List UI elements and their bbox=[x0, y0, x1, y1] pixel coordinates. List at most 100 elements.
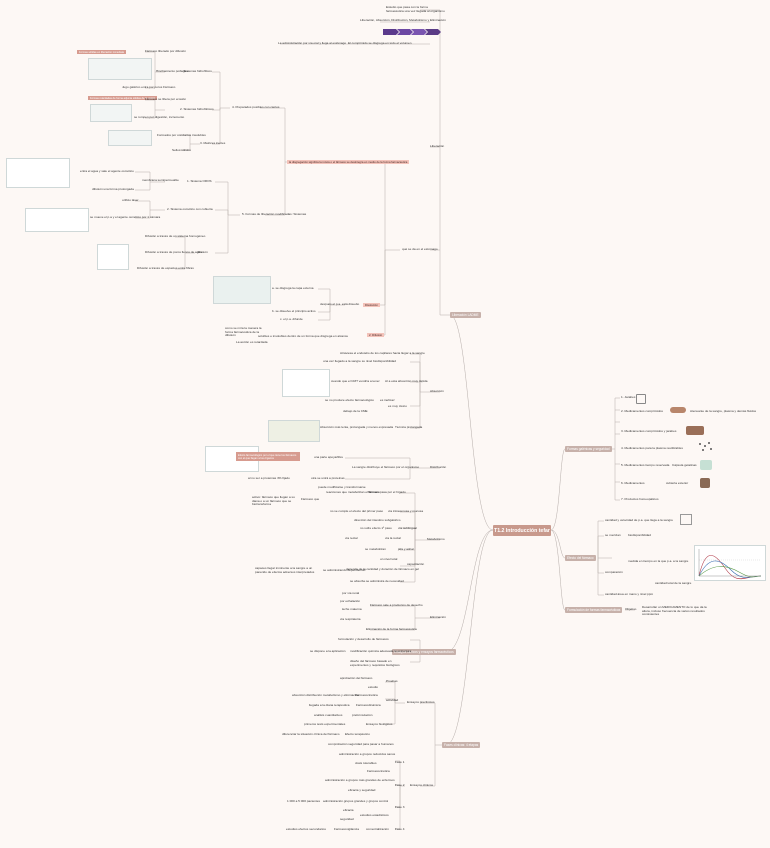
m14: jafa y ashar bbox=[398, 547, 414, 551]
pre-p7: llegada a la diana terapéutica bbox=[309, 703, 350, 707]
comprimido-icon bbox=[670, 407, 686, 413]
ens-c1: formulación y desarrollo de fármacos bbox=[338, 637, 389, 641]
diagram-oros bbox=[6, 158, 70, 188]
branch-formulacion[interactable]: Formulación de formas farmacéuticas bbox=[565, 607, 623, 613]
m15: un nivel total bbox=[380, 557, 398, 561]
e5: Fármaco sale a productos de desecho bbox=[370, 603, 423, 607]
pre-p3: estudio bbox=[368, 685, 378, 689]
pre-p5: absorción distribución metabolismo y eli… bbox=[292, 693, 360, 697]
root-node[interactable]: T1.2 Introducción tefar bbox=[493, 525, 551, 536]
sangre-icon bbox=[680, 514, 692, 525]
a5: se no produce efecto farmacológico bbox=[325, 398, 375, 402]
m3: fármaco pasa por el hígado bbox=[368, 490, 406, 494]
chart-absorcion-lenta bbox=[268, 420, 320, 442]
a6: es ineficaz bbox=[380, 398, 395, 402]
box-retardadas: Formas retardadas de forma adjunta sólid… bbox=[88, 96, 158, 100]
cl-c9: administración a grupos más grandes de e… bbox=[325, 778, 395, 782]
branch-liberacion[interactable]: Liberación LADME bbox=[450, 312, 481, 318]
d1: Efecto farmacológico por el que tiene lo… bbox=[236, 452, 300, 461]
cl-c14: estudios estadísticos bbox=[360, 813, 389, 817]
m11: vía rectal bbox=[345, 536, 358, 540]
sist3: 3. Matrices inertes bbox=[200, 141, 226, 145]
cl-c16: estudios efectos secundarios bbox=[286, 827, 326, 831]
oros: 1. Sistema OROS bbox=[187, 179, 212, 183]
branch-ensayos[interactable]: Ensayos clínicos y ensayos farmacéuticos bbox=[392, 649, 456, 655]
forma-2: 2. Medicamentos comprimidos bbox=[621, 409, 663, 413]
plasma-icon bbox=[698, 442, 714, 452]
d2: Difusión a través de poros llenos de agu… bbox=[145, 250, 202, 254]
a2: una vez llegado a la sangre su nivel bio… bbox=[323, 359, 396, 363]
curva-grafica-svg bbox=[698, 549, 762, 580]
cl-c13: eficacia bbox=[343, 808, 354, 812]
branch-fases[interactable]: Fases clínicas: 4 etapas bbox=[442, 742, 481, 748]
cl-c15: seguridad bbox=[340, 817, 354, 821]
forma-3: 3. Medicamentos comprimidos y jarabes bbox=[621, 429, 677, 433]
osmotico: 2. Sistema osmótico con cubierta bbox=[167, 207, 213, 211]
diagram-matrices-inertes bbox=[108, 130, 152, 146]
o4: orificio láser bbox=[122, 198, 139, 202]
pre-p12: Ensayos biológicos bbox=[366, 722, 393, 726]
absorcion-label: Absorción bbox=[430, 389, 444, 393]
e6: Eliminación de la forma farmacéutica bbox=[366, 627, 417, 631]
disuelto: después el p.a. está disuelto bbox=[320, 302, 360, 306]
m9: no sufre efecto 1º paso bbox=[360, 526, 392, 530]
m7: vía intravenosa y mucosa bbox=[388, 509, 424, 513]
liberacion-label: Liberación bbox=[430, 144, 445, 148]
pre-p6: Farmacocinética bbox=[355, 693, 378, 697]
m18: capaces llegar inminente a la sangre a u… bbox=[255, 566, 315, 574]
fase-2: Fase 2 bbox=[395, 783, 405, 787]
efecto-8: cantidad área en mano y nivel ppm bbox=[605, 592, 654, 596]
m2: reacciones que metabolizan el fármaco bbox=[326, 490, 380, 494]
cl-c5: comprobación seguridad para pasar a huma… bbox=[328, 742, 394, 746]
forma-7: 7. Productos homeopáticos bbox=[621, 497, 659, 501]
efecto-1: cantidad y velocidad de p.a. que llega a… bbox=[605, 518, 673, 522]
branch-formas[interactable]: Formas galénicas y seguridad bbox=[565, 446, 612, 452]
ladme-label: Liberación, Absorción, Distribución, Met… bbox=[360, 18, 446, 22]
o5: se mueve el p.a y el agente osmótico por… bbox=[90, 215, 161, 219]
o1: membrana semipermeable bbox=[142, 178, 179, 182]
forma-2b: Atenuante de la sangre, plasma y demás f… bbox=[690, 409, 757, 413]
branch-efecto[interactable]: Efecto del fármaco bbox=[565, 555, 596, 561]
a7: debajo de la CME bbox=[343, 409, 368, 413]
capsula-icon bbox=[700, 460, 712, 470]
m8: dirección del intestino subgástrico bbox=[354, 518, 401, 522]
pre-p8: Farmacodinámica bbox=[356, 703, 381, 707]
pre-p4: actividad bbox=[386, 698, 399, 702]
m19: se administrando dependiendo bbox=[323, 568, 366, 572]
m6: no se cumple el efecto del primer paso bbox=[330, 509, 384, 513]
diagram-disolucion bbox=[213, 276, 271, 304]
ens-c3: modificación química adecuada la estruct… bbox=[350, 649, 412, 653]
cl-c17: Farmacovigilancia bbox=[334, 827, 359, 831]
cl-c7: dosis tolerables bbox=[355, 761, 377, 765]
a1: Atraviesa el endotelio de los capilares … bbox=[340, 351, 425, 355]
d2: una parte apoya/libre bbox=[314, 455, 344, 459]
cs2: La acción es retardada bbox=[236, 340, 268, 344]
cl-c12: administración grupos grandes y grupos c… bbox=[323, 799, 389, 803]
f5: se rompen por digestión, incremento bbox=[134, 115, 185, 119]
cs1: como se mira la manera la forma farmacéu… bbox=[225, 326, 262, 338]
fase-3: Fase 3 bbox=[395, 805, 405, 809]
administracion-text: La administración por vía oral y llega a… bbox=[278, 41, 347, 45]
f6: Formados por conductos insolubles bbox=[157, 133, 206, 137]
pre-p11: primeros tests experimentales bbox=[304, 722, 346, 726]
d4: al no ser a proteínas 3% fijado bbox=[248, 476, 290, 480]
m20: se absorbe bbox=[350, 579, 366, 583]
que-se-da-label: qué se da en el estómago bbox=[402, 247, 438, 251]
e1: por vía renal bbox=[342, 591, 360, 595]
diagram-sistemas-hidrofobicos bbox=[90, 104, 132, 122]
m4: activo: fármaco que llegan a su diana o … bbox=[252, 495, 295, 507]
d1: Difusión a través de un sistema homogéne… bbox=[145, 234, 206, 238]
pre-p9: análisis cuantitativos bbox=[314, 713, 343, 717]
cl-c6: administración a grupos reducidos sanos bbox=[339, 752, 396, 756]
efecto-4: comparación bbox=[605, 570, 623, 574]
m21: se administra de necesidad bbox=[366, 579, 404, 583]
d3: La sangre distribuye el fármaco por el o… bbox=[352, 465, 420, 469]
forma-1: 1. Jarabes bbox=[621, 395, 636, 399]
f2: Hinchamiento por agua bbox=[156, 69, 188, 73]
ensayos-clinicos: Ensayos clínicos bbox=[410, 783, 434, 787]
cl-c11: 1 000 a 5 000 pacientes bbox=[287, 799, 321, 803]
a9: Absorción más lenta, prolongada y menos … bbox=[320, 425, 394, 429]
preparados-label: 4. Preparados posibles con ciertos bbox=[232, 105, 280, 109]
disolucion-pill: Disolución bbox=[363, 303, 380, 307]
